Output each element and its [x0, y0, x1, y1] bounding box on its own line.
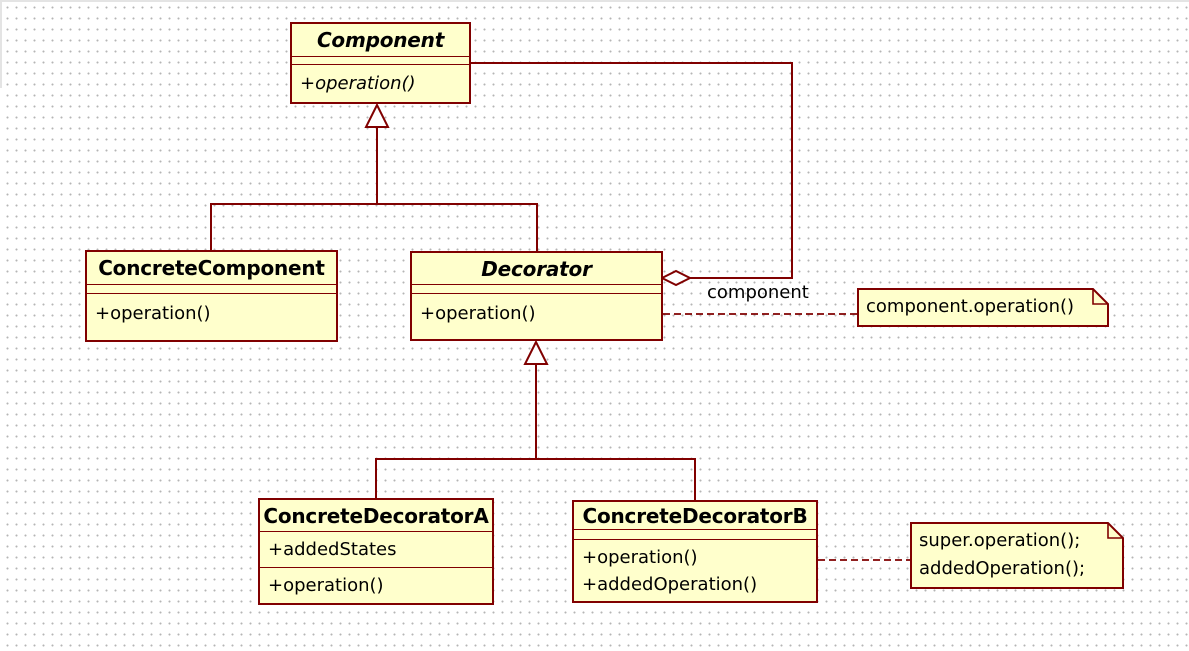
class-name: ConcreteDecoratorB [574, 502, 816, 530]
operations-compartment: +operation() [87, 294, 336, 340]
note-lines: super.operation(); addedOperation(); [919, 527, 1106, 583]
operation: +operation() [300, 73, 416, 94]
note-fold-corner [1092, 289, 1108, 305]
class-name: ConcreteComponent [87, 252, 336, 285]
canvas-top-edge [0, 0, 1189, 2]
attribute: +addedStates [268, 539, 397, 560]
aggregation-decorator-component[interactable] [470, 62, 793, 287]
operation: +operation() [582, 547, 698, 568]
hollow-triangle-arrowhead [523, 339, 549, 365]
class-name: Component [292, 24, 469, 57]
attributes-compartment: +addedStates [260, 532, 492, 568]
attributes-compartment [574, 530, 816, 540]
operations-compartment: +operation() [412, 294, 661, 339]
generalization-to-decorator[interactable] [375, 339, 696, 500]
operation: +operation() [95, 303, 211, 324]
generalization-to-component[interactable] [210, 102, 538, 251]
class-decorator[interactable]: Decorator +operation() [410, 251, 663, 341]
operation: +addedOperation() [582, 574, 758, 595]
class-concrete-component[interactable]: ConcreteComponent +operation() [85, 250, 338, 342]
class-name: Decorator [412, 253, 661, 285]
note-shape [857, 288, 1109, 327]
attributes-compartment [292, 57, 469, 65]
attributes-compartment [412, 285, 661, 294]
aggregation-role-label: component [707, 282, 809, 303]
operation: +operation() [420, 303, 536, 324]
canvas-left-edge [0, 0, 2, 88]
note-shape [910, 522, 1124, 589]
operations-compartment: +operation() [260, 568, 492, 603]
operations-compartment: +operation() [292, 65, 469, 102]
note-line: component.operation() [866, 296, 1075, 317]
note-component-operation[interactable]: component.operation() [857, 288, 1109, 327]
note-fold-corner [1107, 523, 1123, 539]
operation: +operation() [268, 575, 384, 596]
hollow-diamond [659, 269, 693, 287]
class-concrete-decorator-a[interactable]: ConcreteDecoratorA +addedStates +operati… [258, 498, 494, 605]
class-name: ConcreteDecoratorA [260, 500, 492, 532]
hollow-triangle-arrowhead [364, 102, 390, 128]
note-line: super.operation(); [919, 530, 1081, 551]
class-concrete-decorator-b[interactable]: ConcreteDecoratorB +operation() +addedOp… [572, 500, 818, 603]
operations-compartment: +operation() +addedOperation() [574, 540, 816, 601]
class-component[interactable]: Component +operation() [290, 22, 471, 104]
note-line: addedOperation(); [919, 558, 1086, 579]
attributes-compartment [87, 285, 336, 294]
note-super-operation[interactable]: super.operation(); addedOperation(); [910, 522, 1124, 589]
